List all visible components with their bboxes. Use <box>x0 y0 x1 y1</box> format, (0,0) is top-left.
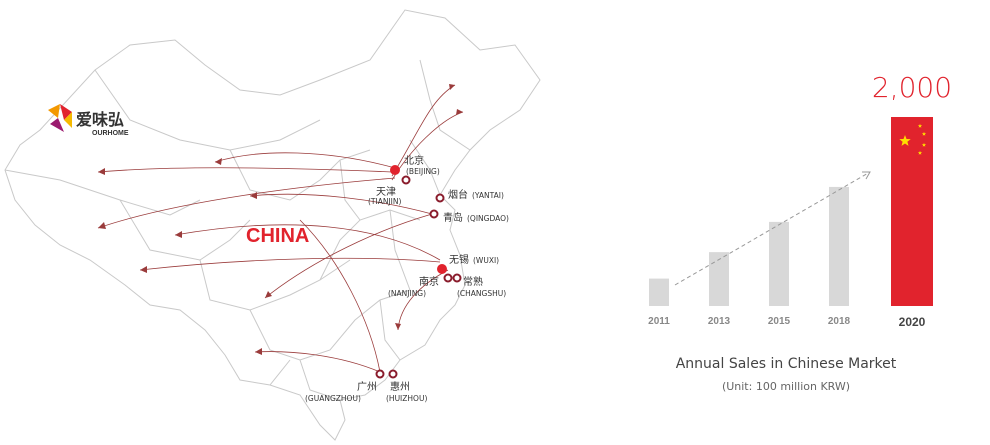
city-labels: 北京 (BEIJING) 天津 (TIANJIN) 烟台 (YANTAI) 青岛… <box>305 154 509 403</box>
flag-star-icon <box>917 150 923 155</box>
export-arrows <box>97 84 464 373</box>
tick-group: 2011 2013 2015 2018 2020 <box>648 315 926 329</box>
city-en-huizhou: (HUIZHOU) <box>386 394 427 403</box>
flag-star-icon <box>899 135 911 146</box>
city-cn-nanjing: 南京 <box>419 275 439 288</box>
flag-star-icon <box>921 142 927 147</box>
marker-tianjin <box>401 175 411 185</box>
city-markers <box>375 165 462 379</box>
bar-group <box>649 117 933 306</box>
flag-star-icon <box>917 123 923 128</box>
x-tick-label: 2020 <box>899 315 926 329</box>
city-cn-tianjin: 天津 <box>376 186 396 198</box>
marker-changshu <box>452 273 462 283</box>
city-en-yantai: (YANTAI) <box>472 191 504 200</box>
hq-marker-wuxi <box>437 264 447 274</box>
chart-subtitle: (Unit: 100 million KRW) <box>722 380 850 393</box>
city-cn-beijing: 北京 <box>404 154 424 167</box>
hq-marker-beijing <box>390 165 400 175</box>
trend-arrow-head-icon <box>862 171 871 180</box>
trend-arrow-line <box>674 171 871 286</box>
x-tick-label: 2015 <box>768 316 791 327</box>
china-map: 爱味弘 OURHOME CHINA <box>4 9 541 441</box>
bar <box>829 186 849 306</box>
city-cn-huizhou: 惠州 <box>390 380 410 393</box>
x-tick-label: 2011 <box>648 316 670 327</box>
country-label: CHINA <box>246 225 309 247</box>
marker-yantai <box>435 193 445 203</box>
city-en-guangzhou: (GUANGZHOU) <box>305 394 361 403</box>
marker-nanjing <box>443 273 453 283</box>
city-cn-guangzhou: 广州 <box>357 381 377 393</box>
city-en-tianjin: (TIANJIN) <box>368 197 401 206</box>
city-en-qingdao: (QINGDAO) <box>467 214 509 223</box>
city-en-beijing: (BEIJING) <box>406 167 440 176</box>
x-tick-label: 2013 <box>708 316 731 327</box>
marker-qingdao <box>429 209 439 219</box>
logo-sub: OURHOME <box>92 130 129 137</box>
chart-title: Annual Sales in Chinese Market <box>676 356 897 372</box>
logo-name: 爱味弘 <box>76 110 124 129</box>
bar <box>649 278 669 306</box>
x-tick-label: 2018 <box>828 316 851 327</box>
highlight-value-label: 2,000 <box>872 71 952 104</box>
bar <box>709 252 729 306</box>
city-en-nanjing: (NANJING) <box>388 289 426 298</box>
arrow-heads <box>98 84 463 355</box>
bar-highlight <box>891 117 933 306</box>
flag-star-icon <box>921 131 927 136</box>
logo-mark-icon <box>48 104 72 132</box>
marker-huizhou <box>388 369 398 379</box>
bar <box>769 221 789 306</box>
city-cn-changshu: 常熟 <box>463 275 483 288</box>
sales-chart: 2011 2013 2015 2018 2020 2,000 Annual Sales … <box>648 71 952 393</box>
ourhome-logo: 爱味弘 OURHOME <box>48 104 129 137</box>
map-outline <box>4 9 541 441</box>
city-cn-yantai: 烟台 <box>448 188 468 201</box>
city-cn-wuxi: 无锡 <box>449 253 469 266</box>
city-en-changshu: (CHANGSHU) <box>457 289 506 298</box>
marker-guangzhou <box>375 369 385 379</box>
city-cn-qingdao: 青岛 <box>443 211 463 224</box>
city-en-wuxi: (WUXI) <box>473 256 499 265</box>
